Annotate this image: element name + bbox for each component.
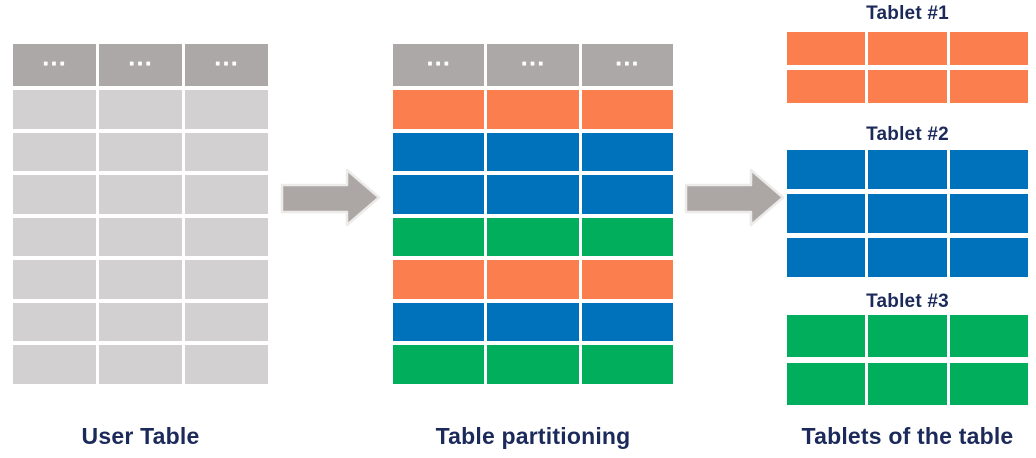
table-cell: [868, 238, 947, 277]
table-cell: [787, 363, 866, 405]
table-cell: [393, 132, 485, 172]
table-cell: [949, 315, 1028, 357]
table-cell: [185, 302, 268, 342]
table-cell: [868, 70, 947, 103]
table-cell: [393, 345, 485, 384]
table-cell: [581, 175, 673, 214]
table-cell: [868, 194, 947, 233]
table-cell: [581, 345, 673, 384]
table-cell: [487, 175, 579, 214]
table-cell: [99, 90, 182, 129]
ellipsis-dots: ...: [128, 44, 153, 72]
table-cell: [393, 260, 485, 299]
table-cell: [487, 90, 579, 129]
tablet-1-table: [787, 32, 1028, 103]
table-cell: [787, 238, 866, 277]
table-cell: [99, 302, 182, 342]
table-cell: [581, 260, 673, 299]
table-cell: [185, 260, 268, 299]
table-cell: [787, 315, 866, 357]
arrow-right-icon: [684, 168, 785, 227]
table-cell: [581, 302, 673, 342]
table-cell: [393, 217, 485, 257]
table-cell: [185, 217, 268, 257]
table-cell: [949, 238, 1028, 277]
table-cell: [949, 70, 1028, 103]
table-cell: [185, 132, 268, 172]
tablets-panel-label: Tablets of the table: [801, 423, 1014, 449]
table-cell: [13, 302, 96, 342]
table-cell: [393, 175, 485, 214]
table-cell: [868, 32, 947, 65]
table-cell: [13, 217, 96, 257]
ellipsis-dots: ...: [214, 44, 239, 72]
arrow-right-icon: [280, 168, 381, 227]
table-cell: [949, 150, 1028, 189]
user-table: .........: [13, 44, 268, 384]
table-cell: [185, 90, 268, 129]
table-cell: [13, 175, 96, 214]
ellipsis-dots: ...: [42, 44, 67, 72]
table-cell: [581, 217, 673, 257]
table-cell: [13, 132, 96, 172]
partitioned-table-label: Table partitioning: [435, 423, 631, 449]
table-cell: [868, 315, 947, 357]
table-cell: [185, 175, 268, 214]
table-cell: [949, 194, 1028, 233]
arrow-right-shape: [684, 168, 785, 227]
table-cell: [949, 363, 1028, 405]
table-cell: [393, 302, 485, 342]
table-cell: [13, 260, 96, 299]
table-cell: [868, 363, 947, 405]
tablet-3-title: Tablet #3: [866, 291, 949, 312]
arrow-right-shape: [280, 168, 381, 227]
table-header-cell: ...: [13, 44, 96, 86]
table-cell: [99, 260, 182, 299]
table-cell: [487, 260, 579, 299]
table-cell: [99, 132, 182, 172]
table-cell: [487, 217, 579, 257]
ellipsis-dots: ...: [426, 44, 451, 72]
table-cell: [13, 345, 96, 384]
table-cell: [787, 194, 866, 233]
tablet-2-title: Tablet #2: [866, 124, 949, 145]
table-cell: [185, 345, 268, 384]
ellipsis-dots: ...: [614, 44, 640, 72]
table-cell: [487, 345, 579, 384]
table-cell: [487, 302, 579, 342]
table-cell: [99, 175, 182, 214]
user-table-label: User Table: [81, 423, 200, 449]
table-header-cell: ...: [581, 44, 673, 86]
table-cell: [868, 150, 947, 189]
table-cell: [581, 90, 673, 129]
table-header-cell: ...: [99, 44, 182, 86]
table-header-cell: ...: [487, 44, 579, 86]
table-cell: [787, 32, 866, 65]
tablet-3-table: [787, 315, 1028, 405]
table-cell: [13, 90, 96, 129]
table-header-cell: ...: [393, 44, 485, 86]
table-cell: [99, 217, 182, 257]
ellipsis-dots: ...: [520, 44, 546, 72]
table-cell: [99, 345, 182, 384]
table-cell: [787, 70, 866, 103]
tablet-2-table: [787, 150, 1028, 277]
table-cell: [393, 90, 485, 129]
tablet-1-title: Tablet #1: [866, 3, 949, 24]
table-header-cell: ...: [185, 44, 268, 86]
table-cell: [787, 150, 866, 189]
table-cell: [487, 132, 579, 172]
partitioned-table: .........: [393, 44, 673, 384]
table-cell: [581, 132, 673, 172]
table-cell: [949, 32, 1028, 65]
